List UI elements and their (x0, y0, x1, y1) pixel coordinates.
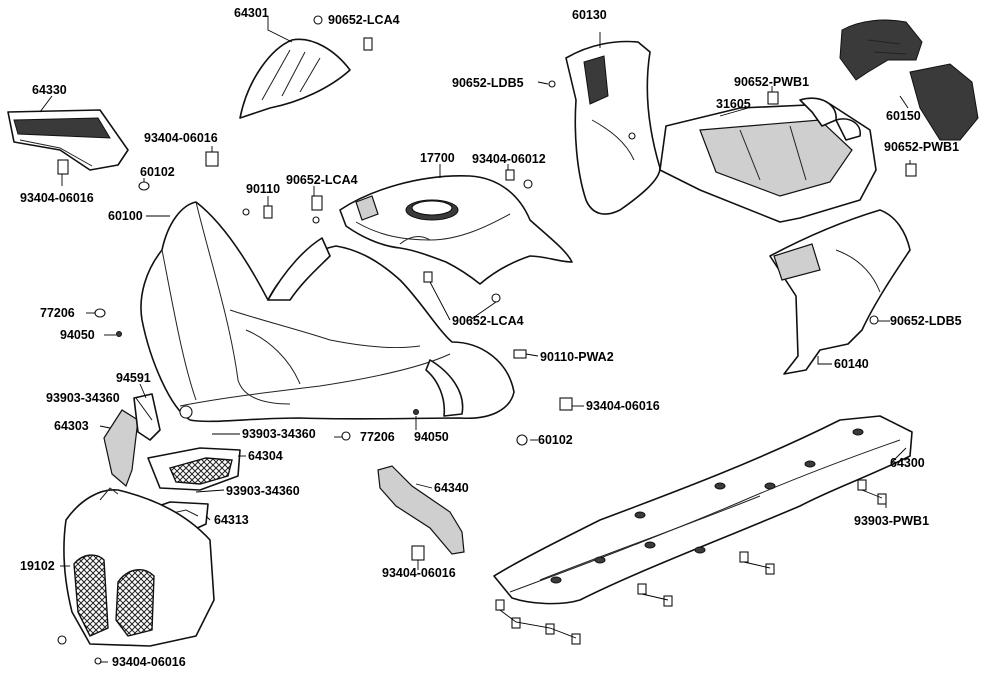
label-60130: 60130 (572, 8, 607, 22)
label-94591: 94591 (116, 371, 151, 385)
label-94050-mid: 94050 (414, 430, 449, 444)
skid-plate-holes (550, 428, 864, 584)
part-labels: 64301 90652-LCA4 60130 90652-LDB5 90652-… (20, 6, 962, 669)
windscreen-64301 (239, 38, 351, 119)
leader-lines (39, 16, 911, 663)
label-17700: 17700 (420, 151, 455, 165)
label-31605: 31605 (716, 97, 751, 111)
label-90652-pwb1-right: 90652-PWB1 (884, 140, 959, 154)
label-93903-34360-c: 93903-34360 (226, 484, 300, 498)
strip-64303 (103, 409, 139, 488)
label-90652-lca4-mid: 90652-LCA4 (286, 173, 358, 187)
label-93404-06012: 93404-06012 (472, 152, 546, 166)
label-90652-ldb5-top: 90652-LDB5 (452, 76, 524, 90)
label-60102-top: 60102 (140, 165, 175, 179)
air-duct-60150 (839, 19, 979, 141)
label-93404-06016-a: 93404-06016 (144, 131, 218, 145)
label-90652-pwb1-top: 90652-PWB1 (734, 75, 809, 89)
label-64304: 64304 (248, 449, 283, 463)
label-60100: 60100 (108, 209, 143, 223)
side-panel-60130 (565, 40, 661, 215)
strip-64340 (377, 465, 465, 555)
front-guard-19102 (63, 487, 215, 647)
label-94050-left: 94050 (60, 328, 95, 342)
side-panel-60140 (769, 209, 911, 375)
skid-plate-64300 (493, 415, 913, 605)
label-64340: 64340 (434, 481, 469, 495)
label-60150: 60150 (886, 109, 921, 123)
label-64330: 64330 (32, 83, 67, 97)
label-93903-34360-b: 93903-34360 (242, 427, 316, 441)
label-90652-lca4-low: 90652-LCA4 (452, 314, 524, 328)
battery-tray-31605 (659, 97, 877, 223)
label-77206-left: 77206 (40, 306, 75, 320)
label-90110: 90110 (246, 182, 280, 196)
label-93404-06016-e: 93404-06016 (112, 655, 186, 669)
front-fender-60100 (140, 201, 515, 423)
label-90110-pwa2: 90110-PWA2 (540, 350, 614, 364)
label-93903-pwb1: 93903-PWB1 (854, 514, 929, 528)
label-60102-mid: 60102 (538, 433, 573, 447)
label-90652-ldb5-right: 90652-LDB5 (890, 314, 962, 328)
label-93404-06016-b: 93404-06016 (20, 191, 94, 205)
label-93404-06016-c: 93404-06016 (586, 399, 660, 413)
label-64301: 64301 (234, 6, 269, 20)
bracket-94591 (133, 393, 161, 441)
grille-64304 (147, 447, 241, 491)
rear-fender-17700 (339, 175, 573, 285)
label-77206-mid: 77206 (360, 430, 395, 444)
label-19102: 19102 (20, 559, 55, 573)
side-cover-64330 (7, 109, 129, 171)
fasteners (57, 15, 917, 665)
label-60140: 60140 (834, 357, 869, 371)
label-64313: 64313 (214, 513, 249, 527)
label-64300: 64300 (890, 456, 925, 470)
label-93903-34360-a: 93903-34360 (46, 391, 120, 405)
label-90652-lca4-top: 90652-LCA4 (328, 13, 400, 27)
label-64303: 64303 (54, 419, 89, 433)
label-93404-06016-d: 93404-06016 (382, 566, 456, 580)
